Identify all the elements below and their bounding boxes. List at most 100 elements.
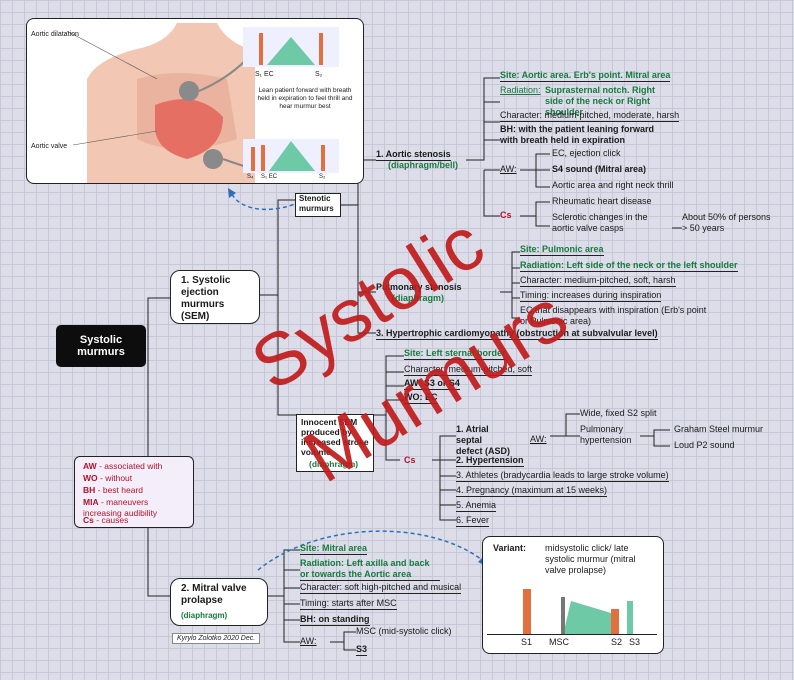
heart-icon [155,99,223,159]
as-radiation-label: Radiation: [500,85,541,95]
as-aw: AW: [500,164,517,174]
chest-illustration [66,23,339,183]
mvp-bh: BH: on standing [300,614,370,626]
legend-cs: Cs [83,515,94,525]
abbreviation-legend: AW - associated with WO - without BH - b… [74,456,194,528]
asd-aw: AW: [530,434,547,444]
as-aw-item-3: Aortic area and right neck thrill [552,180,674,190]
author-credit: Kyrylo Zolotko 2020 Dec. [172,633,261,644]
ps-radiation: Radiation: Left side of the neck or the … [520,260,738,272]
innocent-title: Innocent SEM produced by increased strok… [301,417,369,457]
variant-panel: Variant: midsystolic click/ late systoli… [482,536,664,654]
illustration-caption: Lean patient forward with breath held in… [257,87,353,110]
graph-bar-s2 [319,33,323,65]
aortic-stenosis-title: 1. Aortic stenosis [376,149,451,161]
variant-bar-s3 [627,601,633,635]
aortic-dilatation-label: Aortic dilatation [31,31,79,38]
variant-axis-s1: S1 [521,637,533,647]
as-cs: Cs [500,210,512,220]
variant-bar-s1 [523,589,531,635]
variant-murmur [563,601,611,635]
graph-bottom-s2: S₂ [319,174,326,180]
ps-site: Site: Pulmonic area [520,244,604,256]
inn-cs-item-3: 3. Athletes (bradycardia leads to large … [456,470,669,482]
pulm-item-2: Loud P2 sound [674,440,735,450]
legend-cs-text: - causes [96,515,129,525]
innocent-sub: (diaphragm) [309,459,359,469]
legend-aw: AW [83,461,97,471]
inn-cs: Cs [404,455,416,465]
mvp-aw-item-2: S3 [356,644,368,656]
variant-axis-s3: S3 [629,637,641,647]
legend-bh-text: - best heard [97,485,144,495]
ps-character: Character: medium-pitched, soft, harsh [520,275,676,287]
pulm-item-1: Graham Steel murmur [674,424,764,434]
asd-title: 1. Atrial septal defect (ASD) [456,424,511,456]
as-radiation: Suprasternal notch. Right side of the ne… [545,85,656,117]
legend-mia: MIA [83,497,99,507]
as-site: Site: Aortic area. Erb's point. Mitral a… [500,70,671,82]
as-bh: BH: with the patient leaning forward wit… [500,124,655,145]
legend-aw-text: - associated with [99,461,163,471]
stethoscope-bottom-icon [203,149,223,169]
legend-bh: BH [83,485,96,495]
sem-node: 1. Systolic ejection murmurs (SEM) [170,270,260,324]
legend-mia-text: - maneuvers increasing audibility [83,497,158,518]
variant-graph [523,589,633,635]
stenotic-node: Stenotic murmurs [295,193,341,217]
ps-timing: Timing: increases during inspiration [520,290,662,302]
pulmonary-stenosis-title: Pulmonary stenosis [376,282,462,292]
graph-bottom-s1ec: S₁ EC [261,174,278,180]
stenotic-label: Stenotic murmurs [299,194,334,213]
innocent-node: Innocent SEM produced by increased strok… [296,414,374,472]
legend-wo-text: - without [100,473,133,483]
inn-character: Character: medium-pitched, soft [404,364,533,376]
asd-item-2: Pulmonary hypertension [580,424,632,445]
variant-axis-s2: S2 [611,637,623,647]
mvp-character: Character: soft high-pitched and musical [300,582,462,594]
mvp-radiation: Radiation: Left axilla and back or towar… [300,558,440,581]
legend-wo: WO [83,473,98,483]
ps-ec: EC that disappears with inspiration (Erb… [520,305,707,326]
as-character: Character: medium-pitched, moderate, har… [500,110,680,122]
graph-bottom-s4: S₄ [247,174,254,180]
pulmonary-stenosis-sub: (diaphragm) [392,293,445,303]
as-aw-item-1: EC, ejection click [552,148,621,158]
as-cs-item-1: Rheumatic heart disease [552,196,652,206]
variant-label: Variant: [493,543,527,553]
aortic-stenosis-sub: (diaphragm/bell) [388,160,459,170]
illustration-panel: Aortic dilatation Aortic valve S₁ EC S₂ … [26,18,364,184]
mvp-timing: Timing: starts after MSC [300,598,397,610]
hcm-title: 3. Hypertrophic cardiomyopathy (obstruct… [376,328,658,340]
inn-cs-item-5: 5. Anemia [456,500,497,512]
inn-cs-item-4: 4. Pregnancy (maximum at 15 weeks) [456,485,608,497]
graph-top-s2: S₂ [315,71,323,78]
variant-axis-msc: MSC [549,637,569,647]
inn-site: Site: Left sternal border [404,348,506,360]
mvp-site: Site: Mitral area [300,543,368,555]
as-cs-item-2: Sclerotic changes in the aortic valve ca… [552,212,648,233]
aortic-valve-label: Aortic valve [31,143,68,150]
central-title: Systolic murmurs [56,325,146,367]
as-aw-item-2: S4 sound (Mitral area) [552,164,647,174]
variant-msc-click [561,597,565,635]
asd-item-1: Wide, fixed S2 split [580,408,657,418]
stethoscope-top-icon [179,81,199,101]
mvp-aw: AW: [300,636,317,646]
inn-cs-item-2: 2. Hypertension [456,455,524,467]
mvp-title: 2. Mitral valve prolapse [181,583,247,606]
graph-murmur-diamond [267,37,315,65]
mvp-node: 2. Mitral valve prolapse (diaphragm) [170,578,268,626]
inn-aw: AW: S3 or S4 [404,378,460,390]
mvp-aw-item-1: MSC (mid-systolic click) [356,626,452,636]
inn-wo: WO: EC [404,392,438,404]
mvp-sub: (diaphragm) [181,611,228,620]
inn-cs-item-6: 6. Fever [456,515,490,527]
as-cs-note: About 50% of persons > 50 years [682,212,771,233]
graph-bar-s1 [259,33,263,65]
sem-label: 1. Systolic ejection murmurs (SEM) [181,275,231,322]
variant-text: midsystolic click/ late systolic murmur … [545,543,636,575]
variant-bar-s2 [611,609,619,635]
graph-top-s1ec: S₁ EC [255,71,274,78]
